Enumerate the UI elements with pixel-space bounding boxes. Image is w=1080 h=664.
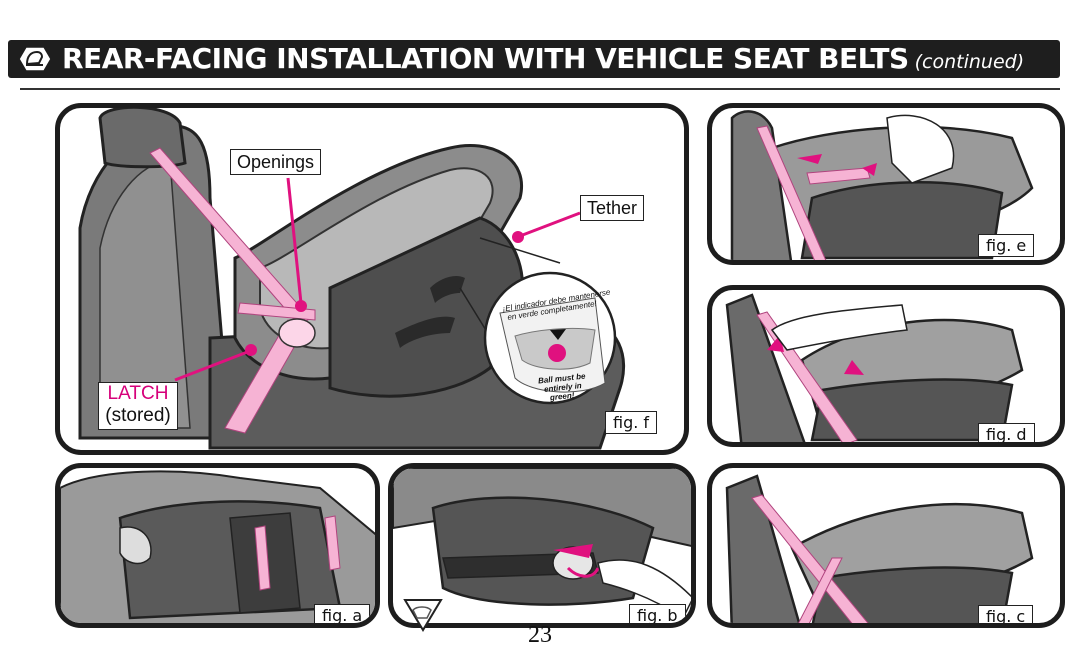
latch-stored-callout: LATCH (stored)	[98, 382, 178, 430]
figure-f-illustration	[78, 108, 626, 450]
figure-e-panel: fig. e	[707, 103, 1065, 265]
figure-d-panel: fig. d	[707, 285, 1065, 447]
figure-c-panel: fig. c	[707, 463, 1065, 628]
header-rule	[20, 88, 1060, 90]
fig-d-label: fig. d	[978, 423, 1035, 442]
latch-stored-label: (stored)	[105, 405, 171, 426]
header-bar	[8, 40, 1060, 78]
fig-f-label: fig. f	[605, 411, 658, 434]
figure-a-panel: fig. a	[55, 463, 380, 628]
page-number: 23	[528, 622, 552, 648]
fig-e-label: fig. e	[978, 234, 1035, 257]
fig-a-label: fig. a	[314, 604, 371, 623]
figure-d-illustration	[725, 293, 1024, 442]
latch-label: LATCH	[107, 383, 169, 404]
car-seat-icon	[18, 46, 52, 72]
fig-b-label: fig. b	[629, 604, 686, 623]
figure-a-illustration	[60, 470, 375, 623]
tether-callout: Tether	[580, 195, 645, 221]
figure-b-illustration	[393, 468, 691, 620]
page-subtitle: (continued)	[914, 51, 1025, 73]
figure-e-illustration	[730, 110, 1034, 260]
car-seat-base-icon	[403, 599, 443, 632]
page-title-text: REAR-FACING INSTALLATION WITH VEHICLE SE…	[62, 42, 909, 75]
figure-f-panel: Openings Tether LATCH (stored) ¡El indic…	[55, 103, 689, 455]
openings-callout: Openings	[230, 149, 322, 175]
figure-b-panel: fig. b	[388, 463, 696, 628]
fig-c-label: fig. c	[978, 605, 1034, 623]
page-title: REAR-FACING INSTALLATION WITH VEHICLE SE…	[62, 41, 1024, 77]
figure-c-illustration	[725, 474, 1034, 623]
